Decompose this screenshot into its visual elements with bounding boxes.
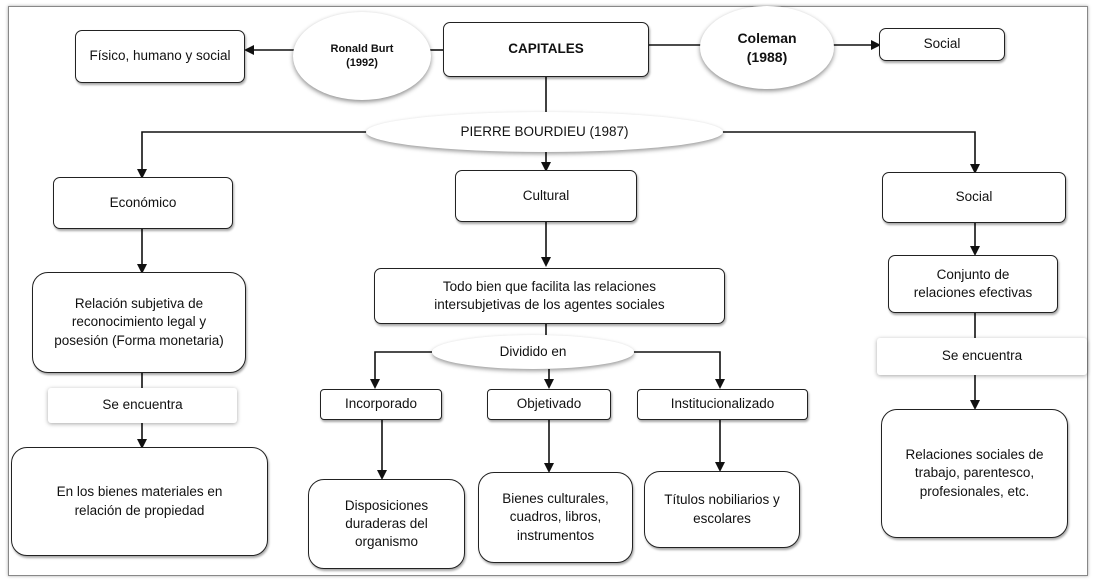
arrow-dividido-institucionalizado <box>632 351 725 389</box>
coleman-oval: Coleman (1988) <box>700 6 834 89</box>
economico-se-encuentra: Se encuentra <box>48 388 237 423</box>
social-top-box: Social <box>879 28 1005 61</box>
social-result-box: Relaciones sociales de trabajo, parentes… <box>881 409 1068 538</box>
economico-desc-box: Relación subjetiva de reconocimiento leg… <box>32 272 246 373</box>
economico-box: Económico <box>53 177 233 229</box>
cultural-desc-box: Todo bien que facilita las relaciones in… <box>374 268 725 324</box>
arrow-bourdieu-social <box>722 131 980 174</box>
titulos-box: Títulos nobiliarios y escolares <box>644 471 800 548</box>
bourdieu-oval: PIERRE BOURDIEU (1987) <box>366 112 723 152</box>
arrow-dividido-incorporado <box>370 351 432 389</box>
fisico-box: Físico, humano y social <box>75 30 245 83</box>
institucionalizado-box: Institucionalizado <box>637 389 808 420</box>
social-box: Social <box>882 172 1066 223</box>
burt-oval: Ronald Burt (1992) <box>293 12 431 100</box>
incorporado-box: Incorporado <box>320 389 442 420</box>
social-desc-box: Conjunto de relaciones efectivas <box>888 255 1058 313</box>
objetivado-box: Objetivado <box>487 389 611 420</box>
arrow-bourdieu-economico <box>137 131 368 179</box>
social-se-encuentra: Se encuentra <box>877 338 1087 375</box>
disposiciones-box: Disposiciones duraderas del organismo <box>308 479 465 569</box>
cultural-box: Cultural <box>455 170 637 222</box>
capitales-box: CAPITALES <box>443 22 649 77</box>
bienes-box: Bienes culturales, cuadros, libros, inst… <box>478 472 633 563</box>
dividido-oval: Dividido en <box>432 335 634 369</box>
economico-result-box: En los bienes materiales en relación de … <box>11 447 268 556</box>
